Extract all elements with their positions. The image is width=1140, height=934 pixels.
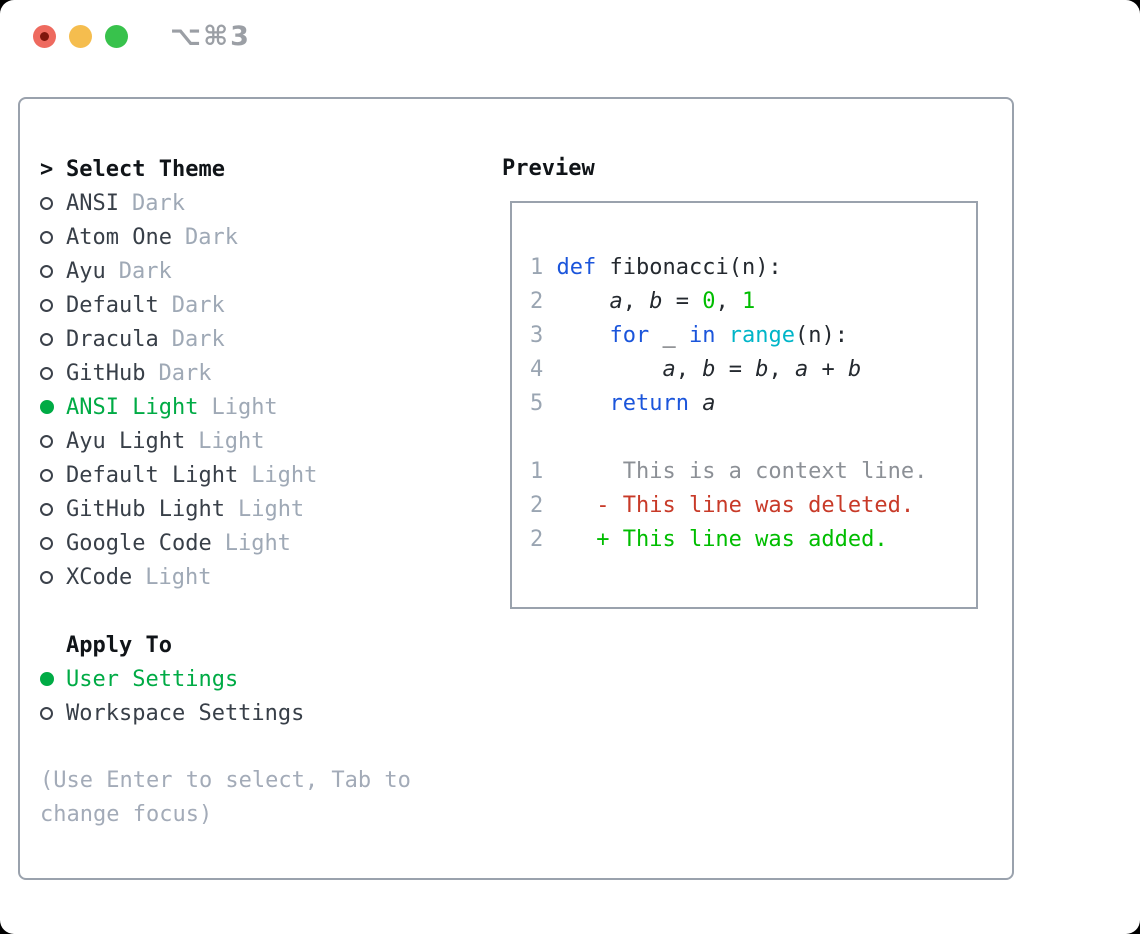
radio-icon: [40, 230, 53, 244]
radio-icon: [40, 366, 53, 380]
radio-icon: [40, 706, 53, 720]
traffic-lights: [33, 24, 128, 48]
theme-item-default[interactable]: Default Dark: [40, 288, 484, 322]
theme-variant-tag: Light: [145, 564, 212, 590]
theme-item-default-light[interactable]: Default Light Light: [40, 458, 484, 492]
focus-caret-icon: >: [40, 156, 54, 182]
apply-option-workspace-settings[interactable]: Workspace Settings: [40, 696, 484, 730]
radio-selected-icon: [40, 672, 54, 686]
help-text: (Use Enter to select, Tab to change focu…: [40, 768, 411, 827]
theme-name: Dracula: [66, 326, 159, 352]
radio-icon: [40, 434, 53, 448]
theme-variant-tag: Light: [251, 462, 318, 488]
theme-item-ansi[interactable]: ANSI Dark: [40, 186, 484, 220]
theme-item-xcode[interactable]: XCode Light: [40, 560, 484, 594]
theme-name: ANSI: [66, 190, 119, 216]
line-number: 1: [530, 459, 544, 484]
spacer: [40, 730, 484, 764]
code-line: 5 return a: [530, 391, 716, 416]
theme-variant-tag: Light: [237, 496, 305, 522]
theme-variant-tag: Light: [211, 394, 278, 420]
theme-item-dracula[interactable]: Dracula Dark: [40, 322, 484, 356]
close-button[interactable]: [33, 24, 56, 48]
line-number: 5: [530, 391, 557, 416]
theme-name: XCode: [66, 564, 133, 590]
theme-variant-tag: Dark: [171, 292, 225, 318]
apply-to-header: Apply To: [40, 628, 484, 662]
theme-name: Default Light: [66, 462, 239, 488]
theme-name: Ayu: [66, 258, 106, 284]
diff-line-added: 2 + This line was added.: [530, 527, 888, 552]
theme-item-ayu[interactable]: Ayu Dark: [40, 254, 484, 288]
line-number: 4: [530, 357, 557, 382]
theme-name: Atom One: [66, 224, 172, 250]
code-block: 1 def fibonacci(n): 2 a, b = 0, 1 3 for _ …: [530, 251, 976, 421]
theme-variant-tag: Light: [224, 530, 291, 556]
line-number: 3: [530, 323, 557, 348]
code-line: 3 for _ in range(n):: [530, 323, 848, 348]
radio-icon: [40, 502, 53, 516]
theme-name: ANSI Light: [66, 394, 199, 420]
radio-icon: [40, 298, 53, 312]
radio-icon: [40, 196, 53, 210]
window-shortcut-label: ⌥⌘3: [170, 20, 251, 52]
theme-item-google-code[interactable]: Google Code Light: [40, 526, 484, 560]
radio-icon: [40, 332, 53, 346]
apply-option-user-settings[interactable]: User Settings: [40, 662, 484, 696]
line-number: 2: [530, 527, 544, 552]
theme-list-title: Select Theme: [66, 156, 225, 182]
radio-icon: [40, 264, 53, 278]
diff-block: 1 This is a context line. 2 - This line w…: [530, 455, 976, 557]
theme-item-ansi-light[interactable]: ANSI Light Light: [40, 390, 484, 424]
radio-icon: [40, 570, 53, 584]
line-number: 2: [530, 289, 557, 314]
theme-item-atom-one[interactable]: Atom One Dark: [40, 220, 484, 254]
theme-item-github-light[interactable]: GitHub Light Light: [40, 492, 484, 526]
theme-list-header: > Select Theme: [40, 152, 484, 186]
code-line: 1 def fibonacci(n):: [530, 255, 782, 280]
radio-icon: [40, 536, 53, 550]
record-dot-icon: [40, 31, 49, 41]
apply-option-name: User Settings: [66, 666, 239, 692]
line-number: 2: [530, 493, 544, 518]
titlebar: ⌥⌘3: [0, 0, 1140, 72]
theme-name: Default: [66, 292, 159, 318]
code-line: 4 a, b = b, a + b: [530, 357, 862, 382]
radio-selected-icon: [40, 400, 54, 414]
theme-name: Google Code: [66, 530, 212, 556]
zoom-button[interactable]: [105, 24, 128, 48]
radio-icon: [40, 468, 53, 482]
diff-line-context: 1 This is a context line.: [530, 459, 928, 484]
preview-box: 1 def fibonacci(n): 2 a, b = 0, 1 3 for _ …: [510, 201, 978, 609]
apply-to-title: Apply To: [66, 632, 172, 658]
diff-line-deleted: 2 - This line was deleted.: [530, 493, 915, 518]
theme-item-ayu-light[interactable]: Ayu Light Light: [40, 424, 484, 458]
theme-variant-tag: Dark: [171, 326, 225, 352]
preview-header: Preview: [502, 155, 595, 181]
theme-name: GitHub Light: [66, 496, 225, 522]
theme-variant-tag: Light: [198, 428, 265, 454]
spacer: [40, 594, 484, 628]
theme-name: GitHub: [66, 360, 146, 386]
minimize-button[interactable]: [69, 24, 92, 48]
line-number: 1: [530, 255, 557, 280]
code-line: 2 a, b = 0, 1: [530, 289, 756, 314]
theme-item-github[interactable]: GitHub Dark: [40, 356, 484, 390]
theme-variant-tag: Dark: [118, 258, 172, 284]
theme-variant-tag: Dark: [131, 190, 185, 216]
apply-option-name: Workspace Settings: [66, 700, 305, 726]
theme-name: Ayu Light: [66, 428, 186, 454]
theme-variant-tag: Dark: [158, 360, 212, 386]
theme-variant-tag: Dark: [184, 224, 238, 250]
